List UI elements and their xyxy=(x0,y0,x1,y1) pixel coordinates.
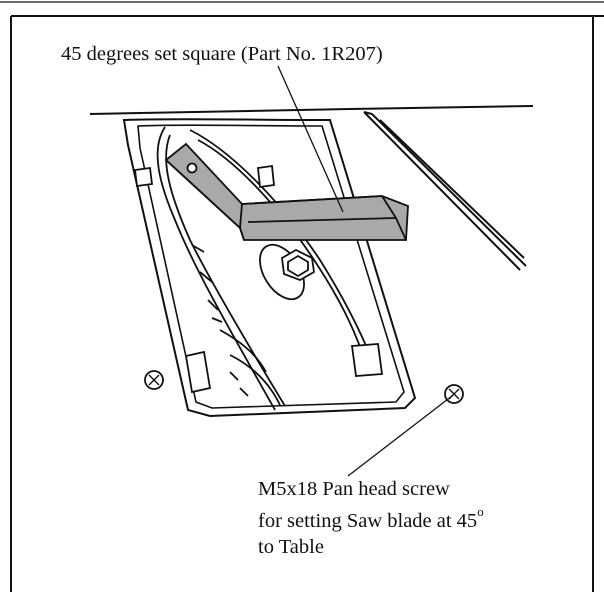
degree-symbol: o xyxy=(477,504,484,519)
pan-head-screw-right xyxy=(444,384,464,404)
pan-head-screw-left xyxy=(144,370,164,390)
callout-screw-line-2: for setting Saw blade at 45o xyxy=(258,502,484,534)
saw-table xyxy=(89,105,534,271)
set-square xyxy=(164,142,409,241)
figure-frame xyxy=(10,15,604,592)
callout-screw-line-2-text: for setting Saw blade at 45 xyxy=(258,509,478,532)
callout-screw-line-3: to Table xyxy=(258,535,324,558)
insert-tabs xyxy=(133,164,384,394)
callout-screw-line-1: M5x18 Pan head screw xyxy=(258,478,450,500)
callout-set-square: 45 degrees set square (Part No. 1R207) xyxy=(61,43,383,65)
table-insert xyxy=(122,118,417,418)
callout-screw: M5x18 Pan head screw for setting Saw bla… xyxy=(258,476,484,560)
saw-blade xyxy=(156,126,373,411)
leader-line-set-square xyxy=(277,65,344,213)
arbor-nut xyxy=(259,243,315,301)
leader-line-screw xyxy=(347,395,453,477)
